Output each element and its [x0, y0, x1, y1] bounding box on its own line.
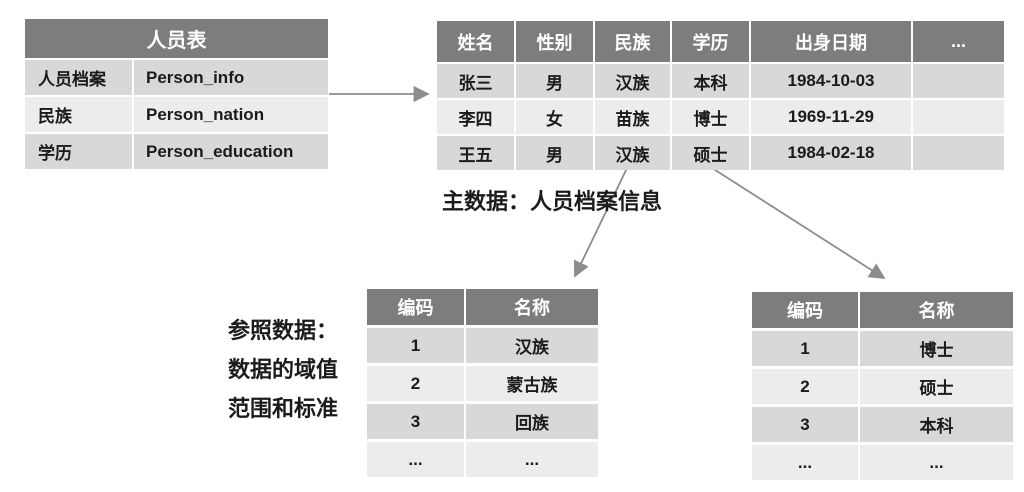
- table-row: 张三 男 汉族 本科 1984-10-03: [437, 64, 1004, 98]
- schema-field-value: Person_nation: [134, 97, 328, 132]
- schema-table: 人员表 人员档案 Person_info 民族 Person_nation 学历…: [25, 19, 328, 169]
- column-header: 出身日期: [751, 21, 911, 62]
- arrow-master-to-education: [711, 167, 886, 279]
- table-cell: ...: [367, 442, 464, 477]
- schema-field-value: Person_education: [134, 134, 328, 169]
- column-header: 民族: [595, 21, 670, 62]
- table-cell: 汉族: [595, 136, 670, 170]
- table-cell: 回族: [466, 404, 598, 439]
- table-cell: 男: [516, 64, 593, 98]
- column-header: 名称: [860, 292, 1013, 328]
- column-header: 学历: [672, 21, 749, 62]
- table-cell: 汉族: [595, 64, 670, 98]
- table-cell: 男: [516, 136, 593, 170]
- table-cell: 1969-11-29: [751, 100, 911, 134]
- table-cell: 女: [516, 100, 593, 134]
- table-cell: 李四: [437, 100, 514, 134]
- column-header: 编码: [367, 289, 464, 325]
- column-header: 性别: [516, 21, 593, 62]
- table-row: 2 蒙古族: [367, 366, 598, 401]
- nation-reference-table: 编码 名称 1 汉族 2 蒙古族 3 回族 ... ...: [367, 289, 598, 477]
- table-cell: 博士: [860, 331, 1013, 366]
- table-cell: 博士: [672, 100, 749, 134]
- table-row: ... ...: [367, 442, 598, 477]
- table-row: 王五 男 汉族 硕士 1984-02-18: [437, 136, 1004, 170]
- table-cell: 1: [752, 331, 858, 366]
- table-row: 李四 女 苗族 博士 1969-11-29: [437, 100, 1004, 134]
- table-row: 学历 Person_education: [25, 134, 328, 169]
- table-header-row: 姓名 性别 民族 学历 出身日期 ...: [437, 21, 1004, 62]
- table-cell: ...: [466, 442, 598, 477]
- master-data-caption: 主数据：人员档案信息: [442, 189, 663, 214]
- reference-caption-line: 数据的域值: [228, 357, 339, 382]
- schema-table-title: 人员表: [25, 19, 328, 58]
- table-cell: ...: [860, 445, 1013, 480]
- table-header-row: 编码 名称: [752, 292, 1013, 328]
- table-cell: 本科: [672, 64, 749, 98]
- table-row: 人员档案 Person_info: [25, 60, 328, 95]
- table-cell: 张三: [437, 64, 514, 98]
- table-cell: 硕士: [860, 369, 1013, 404]
- table-row: 1 汉族: [367, 328, 598, 363]
- education-reference-table: 编码 名称 1 博士 2 硕士 3 本科 ... ...: [752, 292, 1013, 480]
- table-cell: [913, 136, 1004, 170]
- table-cell: 1984-02-18: [751, 136, 911, 170]
- table-cell: ...: [752, 445, 858, 480]
- schema-field-label: 民族: [25, 97, 132, 132]
- column-header: 名称: [466, 289, 598, 325]
- table-row: 1 博士: [752, 331, 1013, 366]
- column-header: ...: [913, 21, 1004, 62]
- reference-data-caption: 参照数据： 数据的域值 范围和标准: [228, 311, 338, 428]
- table-cell: [913, 100, 1004, 134]
- table-cell: 苗族: [595, 100, 670, 134]
- table-cell: 3: [752, 407, 858, 442]
- table-cell: 3: [367, 404, 464, 439]
- column-header: 编码: [752, 292, 858, 328]
- table-cell: 1984-10-03: [751, 64, 911, 98]
- table-row: 3 回族: [367, 404, 598, 439]
- table-header-row: 编码 名称: [367, 289, 598, 325]
- table-cell: 王五: [437, 136, 514, 170]
- arrow-master-to-nation: [573, 165, 629, 278]
- master-data-table: 姓名 性别 民族 学历 出身日期 ... 张三 男 汉族 本科 1984-10-…: [437, 21, 1004, 170]
- schema-field-label: 人员档案: [25, 60, 132, 95]
- table-cell: [913, 64, 1004, 98]
- table-cell: 1: [367, 328, 464, 363]
- table-cell: 2: [367, 366, 464, 401]
- table-cell: 2: [752, 369, 858, 404]
- table-cell: 本科: [860, 407, 1013, 442]
- table-cell: 汉族: [466, 328, 598, 363]
- table-cell: 硕士: [672, 136, 749, 170]
- table-row: 民族 Person_nation: [25, 97, 328, 132]
- schema-field-label: 学历: [25, 134, 132, 169]
- table-row: ... ...: [752, 445, 1013, 480]
- table-cell: 蒙古族: [466, 366, 598, 401]
- table-row: 2 硕士: [752, 369, 1013, 404]
- reference-caption-line: 参照数据：: [228, 318, 339, 343]
- column-header: 姓名: [437, 21, 514, 62]
- schema-field-value: Person_info: [134, 60, 328, 95]
- reference-caption-line: 范围和标准: [228, 396, 339, 421]
- table-row: 3 本科: [752, 407, 1013, 442]
